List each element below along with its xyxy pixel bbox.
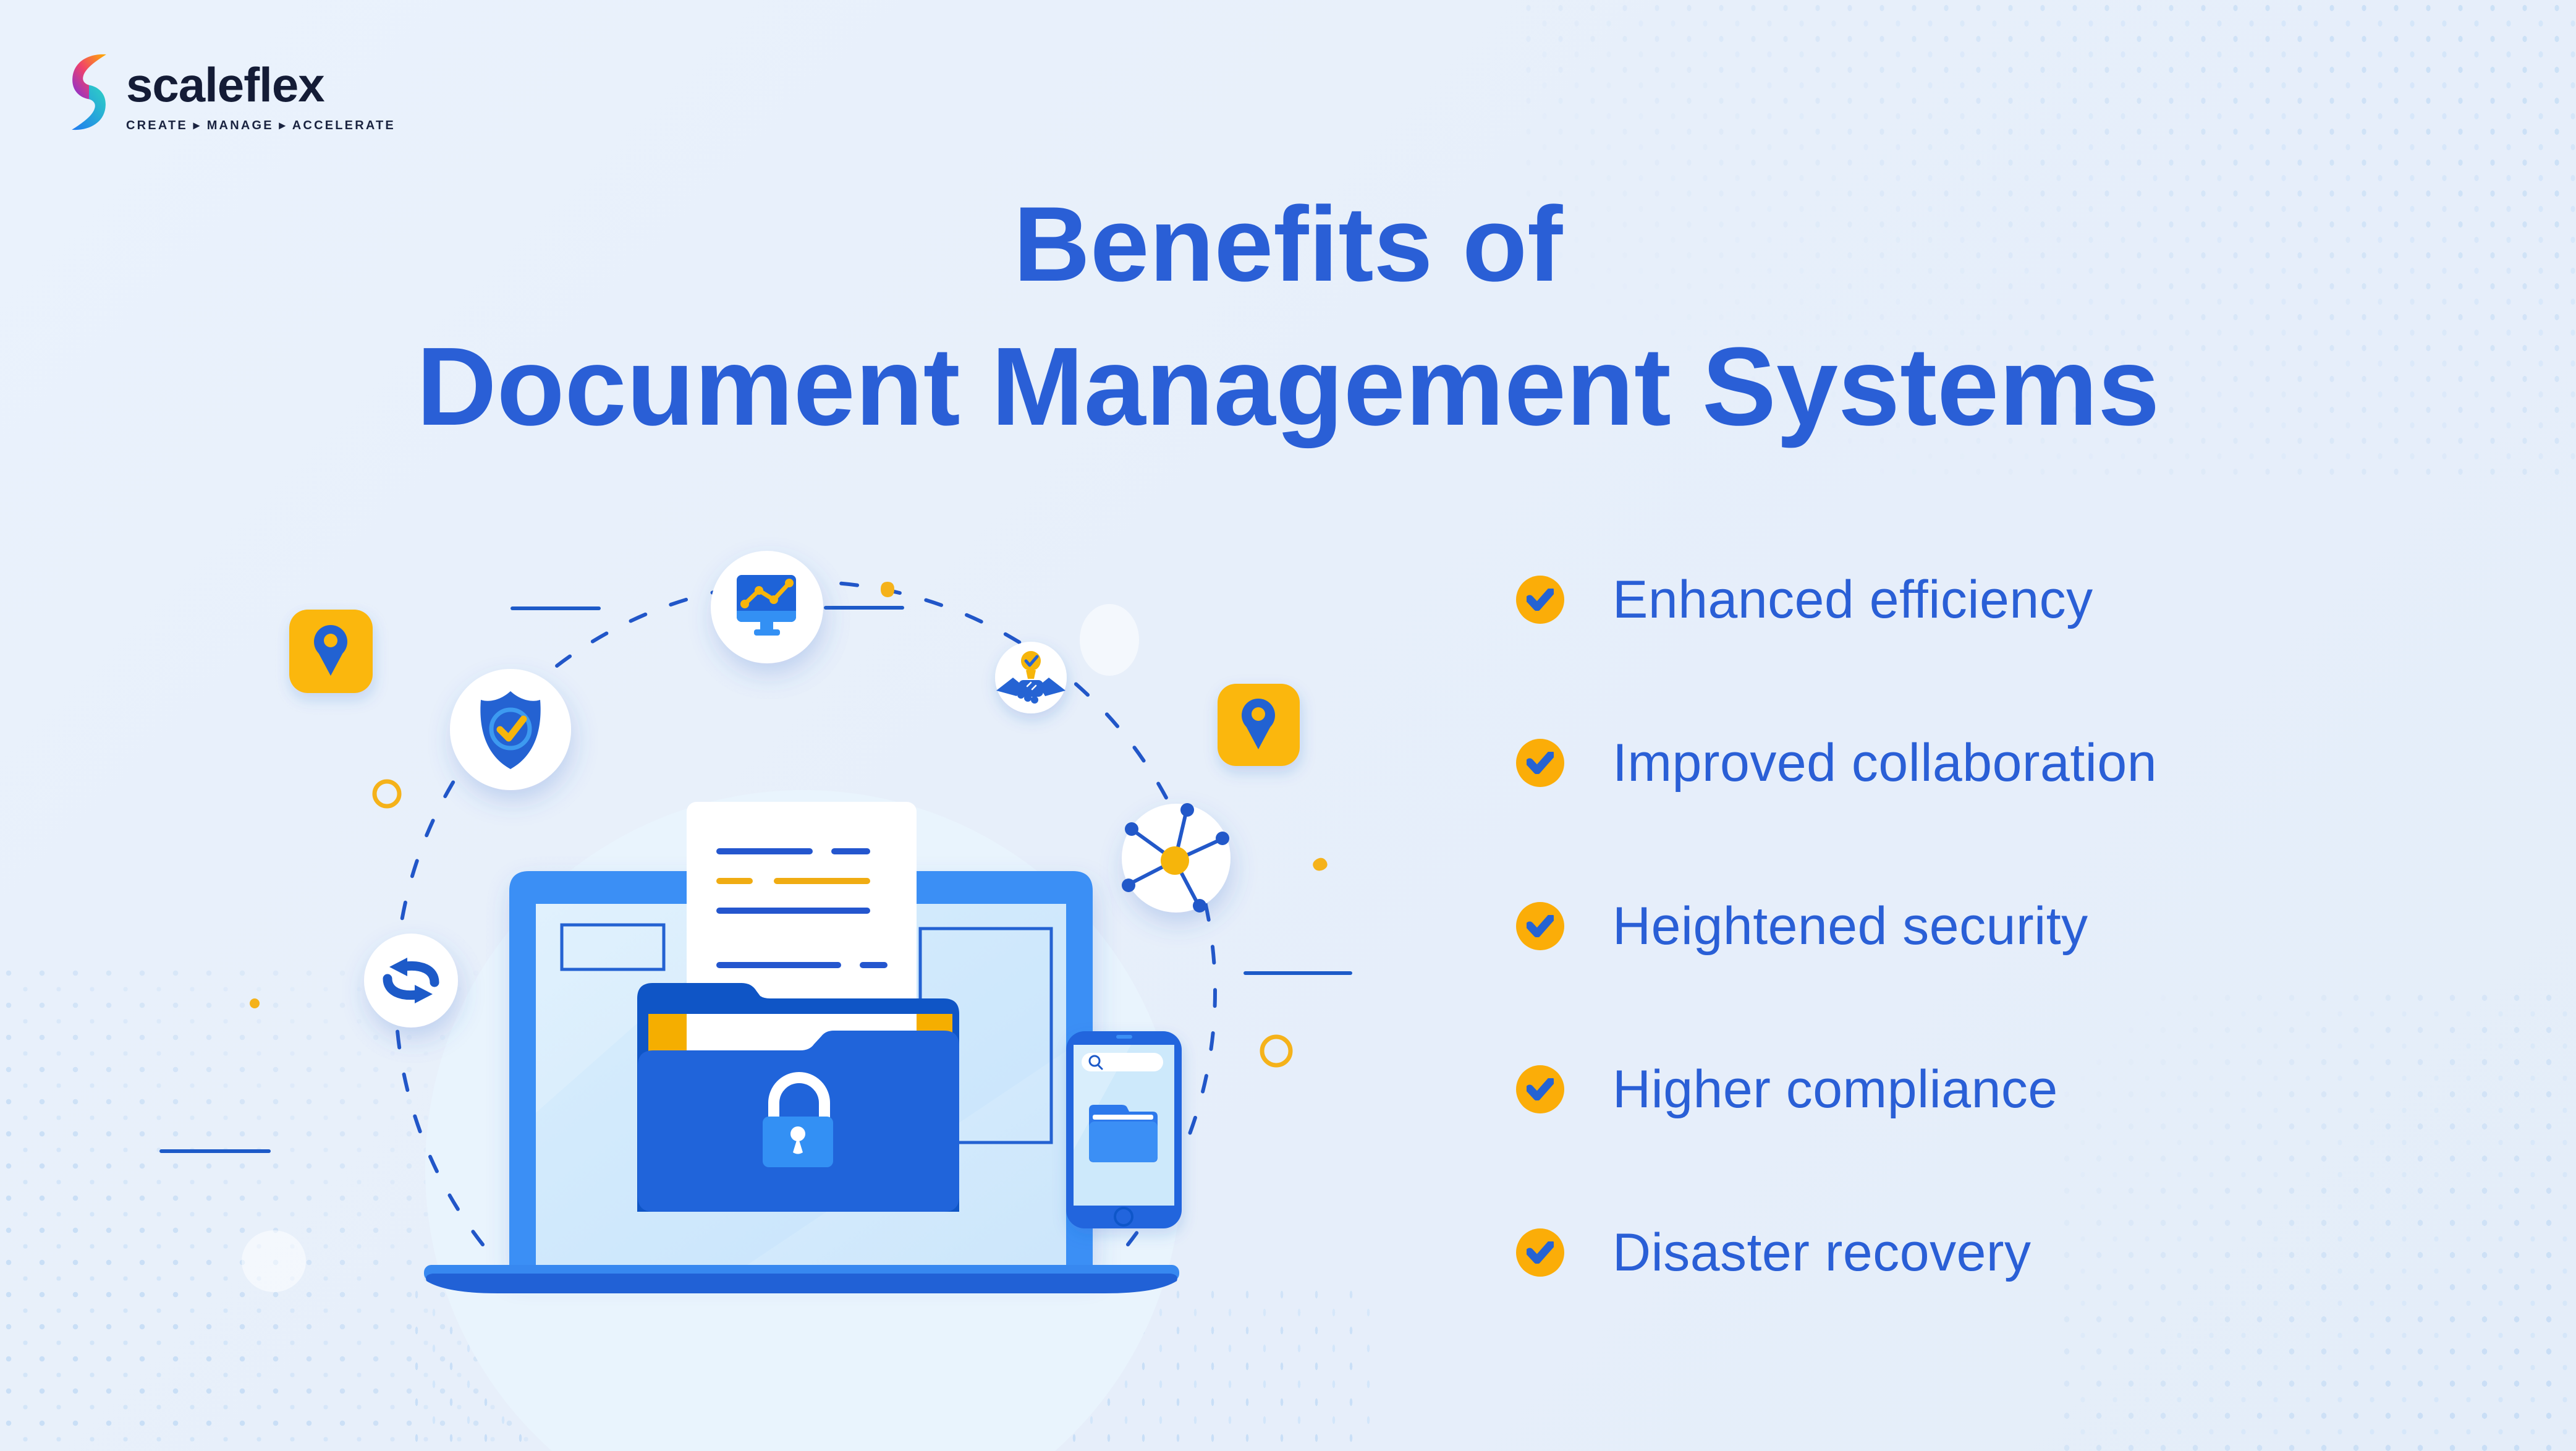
smartphone-illustration [1066, 1031, 1182, 1228]
check-icon [1516, 576, 1564, 624]
check-icon [1516, 1228, 1564, 1277]
benefit-item: Higher compliance [1516, 1060, 2058, 1119]
benefit-label: Higher compliance [1612, 1059, 2058, 1119]
benefit-label: Heightened security [1612, 896, 2088, 956]
location-pin-icon [1218, 684, 1300, 766]
scaleflex-logo: scaleflex CREATE ▸ MANAGE ▸ ACCELERATE [69, 52, 396, 133]
page-title-line2: Document Management Systems [416, 325, 2160, 449]
benefit-item: Heightened security [1516, 896, 2088, 956]
analytics-monitor-icon [711, 551, 823, 663]
check-icon [1516, 739, 1564, 787]
benefit-label: Disaster recovery [1612, 1222, 2032, 1282]
decor-accents [159, 582, 1352, 1153]
shield-check-icon [450, 669, 571, 790]
home-button [1114, 1207, 1133, 1227]
check-icon [1516, 1065, 1564, 1113]
sync-arrows-icon [364, 934, 458, 1028]
benefit-item: Improved collaboration [1516, 733, 2157, 793]
partnership-handshake-icon [995, 642, 1067, 713]
network-hub-icon [1122, 803, 1231, 913]
secure-folder-lock-icon [637, 983, 959, 1212]
brand-name: scaleflex [126, 57, 325, 112]
scaleflex-logo-mark [72, 54, 106, 130]
page-title-line1: Benefits of [1013, 185, 1563, 304]
benefit-item: Enhanced efficiency [1516, 570, 2093, 629]
laptop-base [424, 1265, 1179, 1293]
benefit-label: Enhanced efficiency [1612, 569, 2093, 629]
background-blob [1080, 604, 1139, 676]
search-icon [1088, 1055, 1103, 1070]
background-blob [242, 1230, 306, 1292]
screen-window-small [560, 923, 666, 971]
brand-tagline: CREATE ▸ MANAGE ▸ ACCELERATE [126, 119, 396, 132]
check-icon [1516, 902, 1564, 950]
benefit-item: Disaster recovery [1516, 1223, 2032, 1282]
benefit-label: Improved collaboration [1612, 733, 2158, 793]
location-pin-icon [289, 610, 373, 693]
folder-icon [1089, 1105, 1158, 1162]
